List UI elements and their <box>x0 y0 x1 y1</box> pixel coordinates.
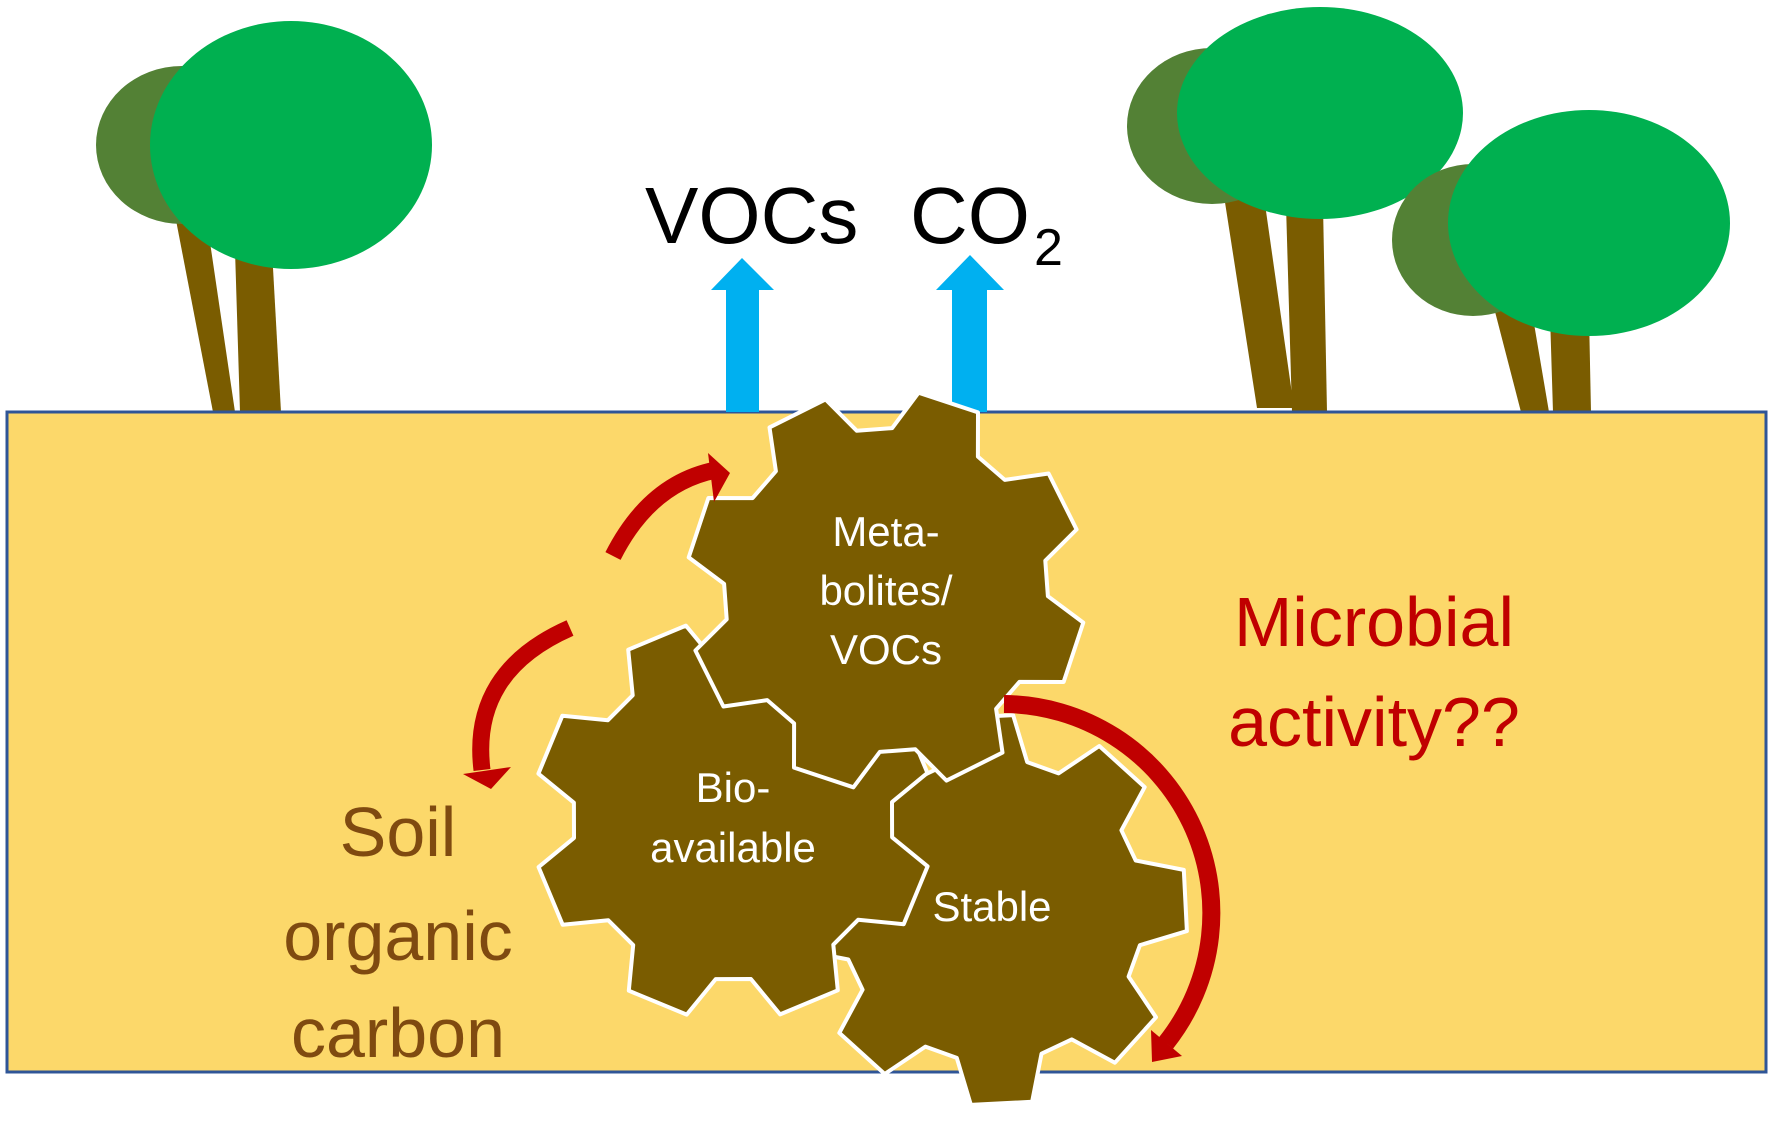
gear-metabolites-label-line2: bolites/ <box>819 567 952 614</box>
microbial-label-line2: activity?? <box>1228 683 1520 761</box>
co2-label-base: CO <box>910 171 1030 260</box>
tree-canopy-front <box>150 21 432 269</box>
soil-label-line1: Soil <box>340 793 457 871</box>
tree-trunk <box>1286 205 1327 412</box>
flux-arrow-co2 <box>936 255 1004 412</box>
cycle-arrow-left-head <box>463 767 511 789</box>
cycle-arrow-right-head <box>1151 1030 1182 1062</box>
gear-bioavailable-label-line2: available <box>650 824 816 871</box>
tree-left <box>96 21 432 412</box>
vocs-label: VOCs <box>645 171 858 260</box>
gear-stable-label: Stable <box>932 883 1051 930</box>
tree-right-1 <box>1127 7 1463 412</box>
microbial-label-line1: Microbial <box>1234 583 1514 661</box>
tree-right-2 <box>1392 110 1730 412</box>
soil-organic-carbon-label: Soil organic carbon <box>283 793 513 1072</box>
co2-label: CO2 <box>910 171 1063 277</box>
gear-metabolites-label-line1: Meta- <box>832 508 939 555</box>
gear-bioavailable-label-line1: Bio- <box>696 764 771 811</box>
co2-label-subscript: 2 <box>1034 219 1063 277</box>
cycle-arrow-right <box>1003 695 1221 1049</box>
flux-arrow-vocs <box>711 258 774 412</box>
tree-canopy-front <box>1177 7 1463 219</box>
tree-trunk <box>1492 300 1549 412</box>
gear-metabolites: Meta- bolites/ VOCs <box>686 390 1086 790</box>
tree-canopy-front <box>1448 110 1730 336</box>
cycle-arrow-top-head <box>708 453 730 502</box>
tree-trunk <box>1550 315 1591 412</box>
tree-trunk <box>1222 183 1294 408</box>
tree-trunk <box>235 250 281 412</box>
tree-trunk <box>175 215 235 412</box>
gear-metabolites-shape <box>686 390 1086 790</box>
microbial-activity-label: Microbial activity?? <box>1228 583 1520 761</box>
cycle-arrow-left <box>472 620 574 772</box>
cycle-arrow-top <box>605 461 718 560</box>
gear-metabolites-label-line3: VOCs <box>830 626 942 673</box>
soil-label-line3: carbon <box>291 994 505 1072</box>
soil-label-line2: organic <box>283 897 513 975</box>
